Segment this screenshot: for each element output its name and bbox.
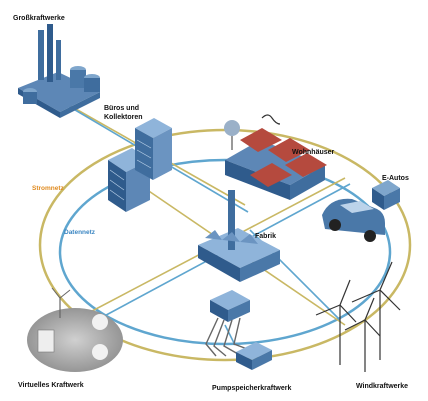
windkraft-icon (315, 261, 401, 372)
buero-icon (108, 118, 172, 212)
label-eautos: E-Autos (382, 175, 409, 182)
label-bueros: Büros und Kollektoren (104, 104, 154, 122)
virtuelles-kraftwerk-icon (27, 287, 123, 372)
label-windkraft: Windkraftwerke (356, 383, 409, 390)
label-grosskraftwerke: Großkraftwerke (13, 15, 65, 22)
fabrik-icon (198, 190, 280, 282)
label-pumpspeicher: Pumpspeicherkraftwerk (212, 385, 292, 392)
grosskraftwerke-icon (18, 24, 100, 118)
label-stromnetz: Stromnetz (32, 185, 64, 192)
e-auto-icon (322, 180, 400, 242)
label-wohnhaeuser: Wohnhäuser (292, 149, 335, 156)
label-datennetz: Datennetz (64, 229, 96, 236)
pumpspeicher-icon (205, 290, 272, 370)
wohnhaeuser-icon (224, 114, 327, 200)
connection-lines (59, 99, 351, 346)
label-fabrik: Fabrik (255, 233, 277, 240)
label-bueros-text: Büros und Kollektoren (104, 105, 143, 121)
label-virtuelles: Virtuelles Kraftwerk (18, 382, 84, 389)
